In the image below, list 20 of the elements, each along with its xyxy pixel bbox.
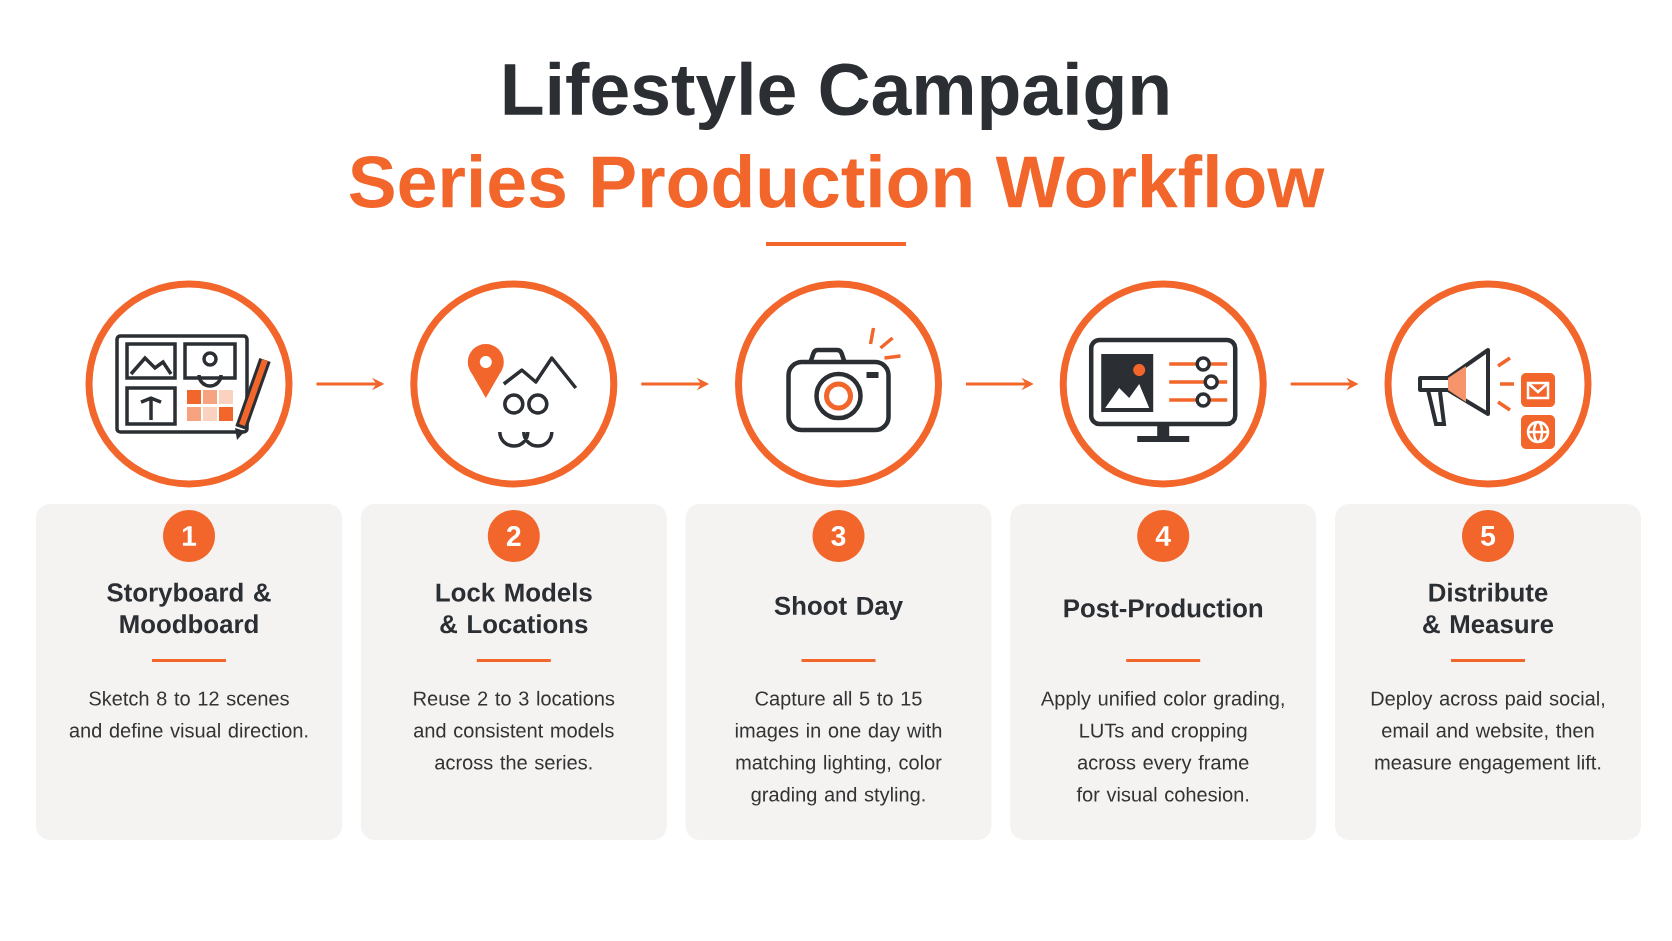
step-number: 5 xyxy=(1462,510,1514,562)
step-description: Deploy across paid social, email and website, then measure engagement lift. xyxy=(1371,690,1604,774)
step-number: 1 xyxy=(163,510,215,562)
step-title: Lock Models & Locations xyxy=(436,582,592,634)
icon-circle xyxy=(410,280,618,488)
step-description: Capture all 5 to 15 images in one day with matching lighting, color grading and styling. xyxy=(735,690,942,806)
icon-circle xyxy=(735,280,942,488)
step-description: Sketch 8 to 12 scenes and define visual direction. xyxy=(69,690,308,738)
title: Lifestyle Campaign xyxy=(504,61,1168,131)
step-description: Reuse 2 to 3 locations and consistent models across the series. xyxy=(414,690,615,770)
icon-circle xyxy=(85,280,293,488)
step-title: Distribute & Measure xyxy=(1423,582,1554,634)
step-number: 2 xyxy=(487,510,540,562)
step-title: Post-Production xyxy=(1064,598,1263,618)
step-number: 3 xyxy=(812,510,865,562)
subtitle: Series Production Workflow xyxy=(349,154,1325,208)
step-number: 4 xyxy=(1137,510,1190,562)
step-description: Apply unified color grading, LUTs and cropping across every frame for visual cohesion. xyxy=(1040,690,1284,802)
step-title: Shoot Day xyxy=(774,595,903,621)
step-title: Storyboard & Moodboard xyxy=(107,582,271,634)
